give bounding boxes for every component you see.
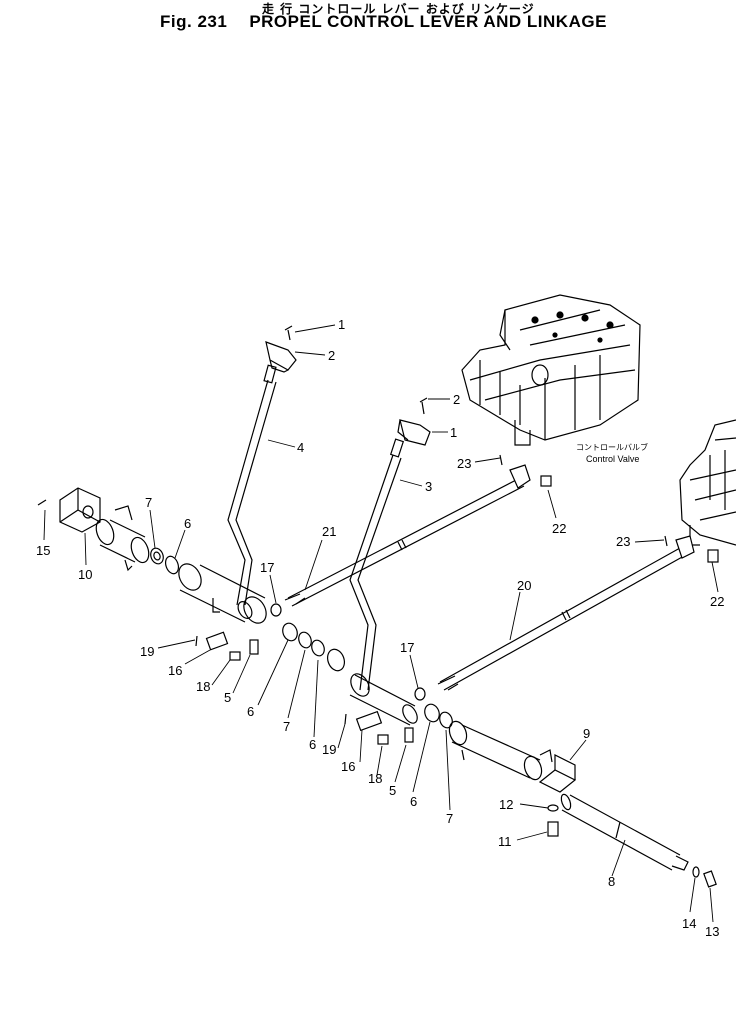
- label-22: 22: [552, 521, 566, 536]
- label-7: 7: [145, 495, 152, 510]
- left-shaft-assembly: [37, 487, 346, 672]
- bolt-22-upper: [540, 475, 552, 487]
- label-16: 16: [341, 759, 355, 774]
- label-5: 5: [389, 783, 396, 798]
- screw-2-upper: [284, 325, 293, 341]
- label-1: 1: [450, 425, 457, 440]
- label-22: 22: [710, 594, 724, 609]
- label-23: 23: [457, 456, 471, 471]
- leader-lines: [43, 324, 719, 923]
- label-19: 19: [140, 644, 154, 659]
- label-2: 1: [338, 317, 345, 332]
- label-17: 17: [400, 640, 414, 655]
- rod-20: [437, 535, 695, 691]
- control-valve-label-en: Control Valve: [586, 454, 639, 464]
- bolt-22-lower: [707, 549, 719, 563]
- label-20: 20: [517, 578, 531, 593]
- label-9: 9: [583, 726, 590, 741]
- rod-21: [284, 464, 531, 607]
- label-5: 5: [224, 690, 231, 705]
- pin-23-upper: [499, 454, 503, 466]
- part-number-labels: 1 2 4 2 1 3 23 22 23 22 21 20 7 6 15 10 …: [36, 317, 724, 939]
- label-7: 7: [446, 811, 453, 826]
- label-23: 23: [616, 534, 630, 549]
- lever-3: [349, 419, 431, 691]
- label-13: 13: [705, 924, 719, 939]
- label-8: 8: [608, 874, 615, 889]
- control-valve-label-jp: コントロールバルブ: [576, 442, 648, 452]
- screw-2-lower: [419, 397, 428, 415]
- label-14: 14: [682, 916, 696, 931]
- label-19: 19: [322, 742, 336, 757]
- control-valve-upper: [461, 294, 641, 446]
- label-18: 18: [196, 679, 210, 694]
- label-11: 11: [498, 834, 512, 849]
- pin-23-lower: [664, 535, 668, 547]
- control-valve-right: [679, 419, 736, 546]
- label-1: 2: [328, 348, 335, 363]
- figure-number: Fig. 231: [160, 12, 228, 31]
- label-21: 21: [322, 524, 336, 539]
- label-6: 6: [410, 794, 417, 809]
- label-3: 3: [425, 479, 432, 494]
- label-6: 6: [247, 704, 254, 719]
- label-10: 10: [78, 567, 92, 582]
- control-valve-label: コントロールバルブ Control Valve: [576, 442, 648, 464]
- label-15: 15: [36, 543, 50, 558]
- label-2: 2: [453, 392, 460, 407]
- label-12: 12: [499, 797, 513, 812]
- figure-title-japanese: 走 行 コントロール レバー および リンケージ: [262, 2, 535, 16]
- right-shaft-assembly: [344, 673, 717, 888]
- figure-title: Fig. 231 PROPEL CONTROL LEVER AND LINKAGE: [160, 12, 607, 32]
- lever-4: [227, 341, 297, 606]
- label-16: 16: [168, 663, 182, 678]
- label-6: 6: [309, 737, 316, 752]
- label-7: 7: [283, 719, 290, 734]
- label-4: 4: [297, 440, 304, 455]
- figure-title-english: PROPEL CONTROL LEVER AND LINKAGE: [249, 12, 607, 31]
- label-17: 17: [260, 560, 274, 575]
- label-6: 6: [184, 516, 191, 531]
- label-18: 18: [368, 771, 382, 786]
